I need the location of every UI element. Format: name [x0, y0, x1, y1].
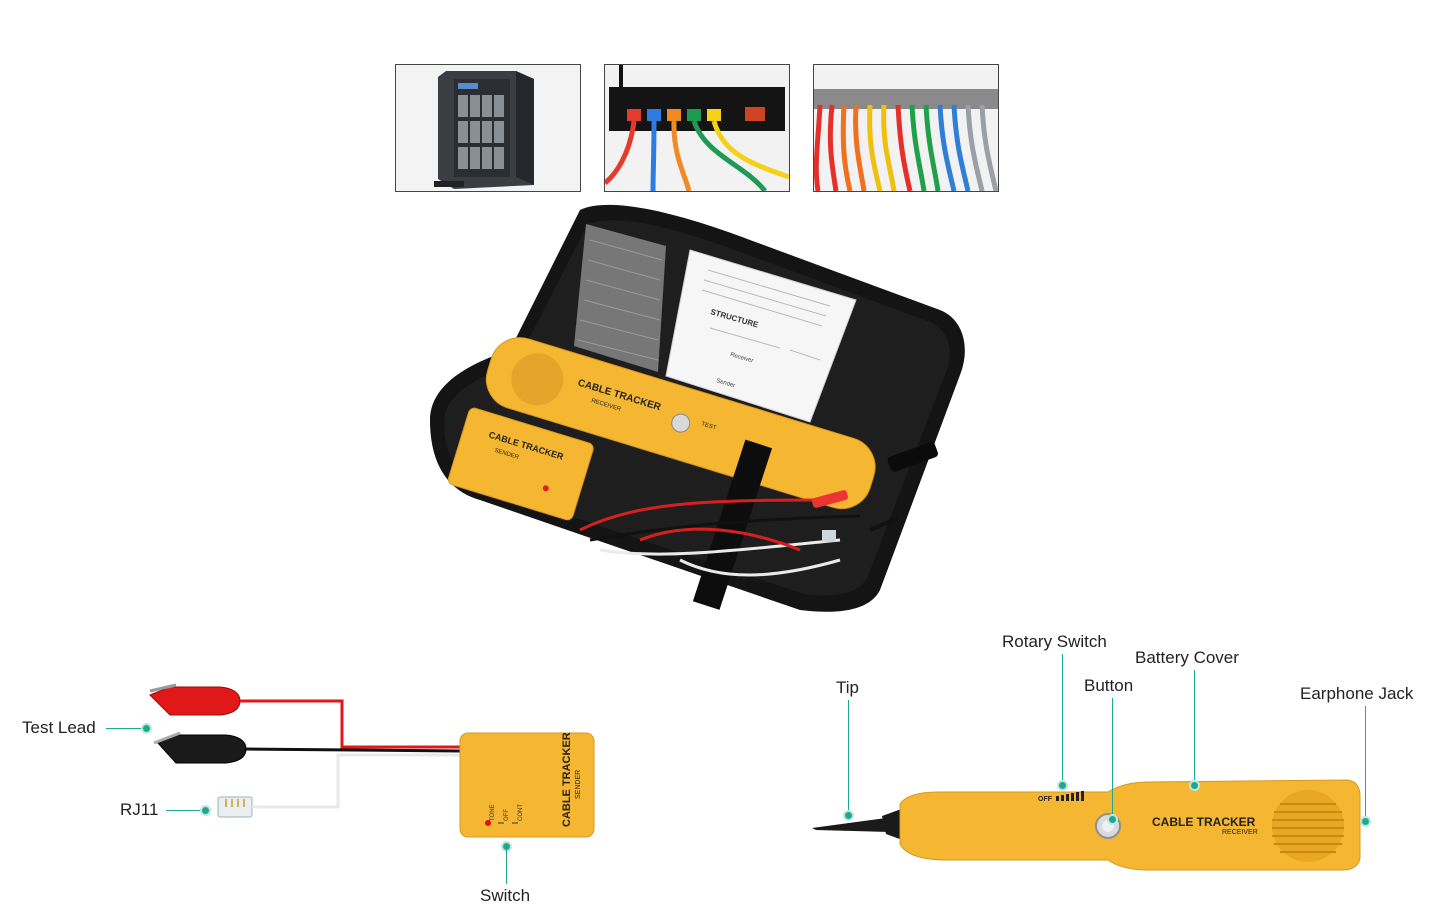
battery-cover-label: Battery Cover	[1135, 648, 1239, 667]
sender-sub-text: SENDER	[575, 770, 582, 799]
receiver-diagram: OFF CABLE TRACKER RECEIVER	[812, 779, 1361, 871]
button-marker	[1107, 814, 1118, 825]
sender-diagram: CABLE TRACKER SENDER TONE OFF CONT	[149, 683, 595, 838]
switch-leader	[506, 850, 507, 884]
battery-cover-leader	[1194, 670, 1195, 780]
thumbnail-patch-panel	[813, 64, 999, 192]
network-switch-image	[605, 65, 789, 191]
sender-off-text: OFF	[504, 809, 510, 821]
sender-brand-text: CABLE TRACKER	[561, 732, 573, 827]
receiver-brand-text: CABLE TRACKER	[1152, 815, 1256, 829]
switch-label: Switch	[480, 886, 531, 905]
thumbnail-switch	[604, 64, 790, 192]
receiver-sub-text: RECEIVER	[1222, 829, 1258, 836]
sender-tone-text: TONE	[490, 804, 496, 821]
test-lead-leader	[106, 728, 144, 729]
rotary-switch-marker	[1057, 780, 1068, 791]
earphone-jack-leader	[1365, 706, 1366, 816]
receiver-off-text: OFF	[1038, 796, 1053, 803]
button-label: Button	[1084, 676, 1134, 695]
tip-marker	[843, 810, 854, 821]
tip-leader	[848, 700, 849, 810]
thumbnail-server	[395, 64, 581, 192]
rotary-switch-label: Rotary Switch	[1002, 632, 1107, 651]
rotary-switch-leader	[1062, 654, 1063, 780]
sender-cont-text: CONT	[518, 804, 524, 821]
battery-cover-marker	[1189, 780, 1200, 791]
rj11-marker	[200, 805, 211, 816]
button-leader	[1112, 698, 1113, 814]
patch-panel-image	[814, 65, 998, 191]
tip-label: Tip	[836, 678, 859, 697]
test-lead-marker	[141, 723, 152, 734]
earphone-jack-marker	[1360, 816, 1371, 827]
test-lead-label: Test Lead	[22, 718, 96, 737]
kit-receiver-test: TEST	[700, 421, 717, 431]
manual-sender-label: Sender	[715, 378, 735, 389]
rj11-label: RJ11	[120, 800, 159, 819]
server-tower-image	[396, 65, 580, 191]
rj11-leader	[166, 810, 202, 811]
cable-tracker-kit-case: STRUCTURE Receiver Sender CABLE TRACKER …	[430, 204, 965, 612]
earphone-jack-label: Earphone Jack	[1300, 684, 1414, 703]
